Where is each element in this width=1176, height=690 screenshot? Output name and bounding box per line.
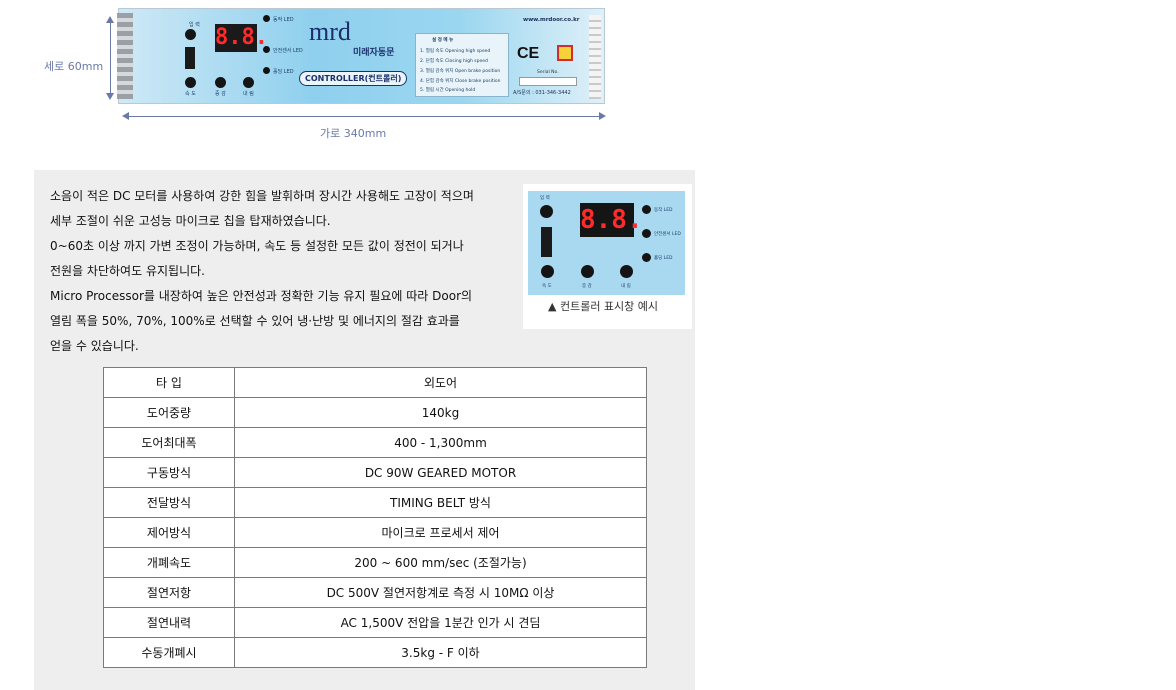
- preview-caption: ▲ 컨트롤러 표시창 예시: [548, 300, 659, 313]
- preview-speed-button: [541, 265, 554, 278]
- serial-sticker: [519, 77, 577, 86]
- board-menu-item: 1. 열림 속도 Opening high speed: [420, 49, 491, 54]
- spec-label: 절연내력: [103, 607, 235, 638]
- description-line: 세부 조절이 쉬운 고성능 마이크로 칩을 탑재하였습니다.: [50, 214, 331, 228]
- table-row: 제어방식 마이크로 프로세서 제어: [103, 517, 647, 548]
- board-controller-label: CONTROLLER(컨트롤러): [299, 71, 408, 86]
- preview-led-operation: [642, 205, 651, 214]
- spec-label: 개폐속도: [103, 547, 235, 578]
- spec-value: 200 ~ 600 mm/sec (조절가능): [234, 547, 647, 578]
- preview-input-button: [540, 205, 553, 218]
- height-dimension-arrow: [106, 16, 114, 100]
- description-line: 전원을 차단하여도 유지됩니다.: [50, 264, 205, 278]
- terminal-block: [117, 13, 133, 99]
- preview-speed-button-label: 속 도: [542, 284, 552, 289]
- board-url: www.mrdoor.co.kr: [523, 17, 580, 23]
- board-adjust-button-label: 증 감: [215, 91, 226, 97]
- ce-mark: CE: [517, 45, 540, 62]
- board-led-sensor: [263, 46, 270, 53]
- board-speed-button: [185, 77, 196, 88]
- board-connector: [185, 47, 195, 69]
- spec-label: 도어최대폭: [103, 427, 235, 458]
- display-preview-image: 입 력 8.8. 동작 LED 안전센서 LED 홀딩 LED 속 도 증 감 …: [528, 191, 685, 295]
- description-line: 얻을 수 있습니다.: [50, 339, 139, 353]
- spec-value: 140kg: [234, 397, 647, 428]
- preview-input-label: 입 력: [540, 196, 550, 201]
- board-as-contact: A/S문의 : 031-346-3442: [513, 90, 571, 96]
- board-adjust-button: [215, 77, 226, 88]
- preview-adjust-button: [581, 265, 594, 278]
- board-input-label: 입 력: [189, 22, 200, 28]
- description-line: 0~60초 이상 까지 가변 조정이 가능하며, 속도 등 설정한 모든 값이 …: [50, 239, 464, 253]
- preview-led-sensor-label: 안전센서 LED: [654, 232, 681, 237]
- preview-down-button-label: 내 림: [621, 284, 631, 289]
- table-row: 개폐속도 200 ~ 600 mm/sec (조절가능): [103, 547, 647, 578]
- board-menu-item: 4. 닫힘 감속 위치 Close brake position: [420, 79, 501, 84]
- board-menu-item: 5. 열림 시간 Opening hold: [420, 88, 476, 93]
- board-seven-segment-display: 8.8.: [215, 24, 268, 52]
- spec-value: 외도어: [234, 367, 647, 398]
- width-dimension-label: 가로 340mm: [320, 127, 387, 140]
- spec-value: 400 - 1,300mm: [234, 427, 647, 458]
- spec-table: 타 입 외도어 도어중량 140kg 도어최대폭 400 - 1,300mm 구…: [103, 367, 647, 668]
- spec-value: TIMING BELT 방식: [234, 487, 647, 518]
- preview-led-holding-label: 홀딩 LED: [654, 256, 673, 261]
- preview-led-holding: [642, 253, 651, 262]
- preview-down-button: [620, 265, 633, 278]
- spec-label: 절연저항: [103, 577, 235, 608]
- preview-led-operation-label: 동작 LED: [654, 208, 673, 213]
- board-led-holding: [263, 67, 270, 74]
- spec-label: 도어중량: [103, 397, 235, 428]
- board-brand-korean: 미래자동문: [353, 48, 395, 58]
- board-settings-menu: 설 정 메 뉴 1. 열림 속도 Opening high speed 2. 닫…: [415, 33, 509, 97]
- spec-value: 3.5kg - F 이하: [234, 637, 647, 668]
- spec-label: 타 입: [103, 367, 235, 398]
- board-menu-title: 설 정 메 뉴: [432, 38, 454, 43]
- board-brand-logo: mrd: [309, 17, 351, 46]
- board-serial-label: Serial No.: [537, 70, 559, 75]
- description-line: 소음이 적은 DC 모터를 사용하여 강한 힘을 발휘하며 장시간 사용해도 고…: [50, 189, 474, 203]
- table-row: 구동방식 DC 90W GEARED MOTOR: [103, 457, 647, 488]
- board-led-holding-label: 홀딩 LED: [273, 69, 294, 75]
- board-led-operation: [263, 15, 270, 22]
- board-speed-button-label: 속 도: [185, 91, 196, 97]
- board-input-button: [185, 29, 196, 40]
- spec-label: 전달방식: [103, 487, 235, 518]
- controller-board-photo: 입 력 8.8. 동작 LED 안전센서 LED 홀딩 LED 속 도 증 감 …: [117, 8, 605, 104]
- width-dimension-arrow: [122, 112, 606, 120]
- board-led-operation-label: 동작 LED: [273, 17, 294, 23]
- table-row: 도어중량 140kg: [103, 397, 647, 428]
- table-row: 타 입 외도어: [103, 367, 647, 398]
- board-led-sensor-label: 안전센서 LED: [273, 48, 303, 54]
- right-connector-strip: [589, 15, 601, 99]
- preview-seven-segment-display: 8.8.: [580, 203, 643, 237]
- board-down-button: [243, 77, 254, 88]
- spec-label: 수동개폐시: [103, 637, 235, 668]
- description-line: 열림 폭을 50%, 70%, 100%로 선택할 수 있어 냉·난방 및 에너…: [50, 314, 460, 328]
- height-dimension-label: 세로 60mm: [44, 60, 104, 73]
- quality-mark-icon: [557, 45, 573, 61]
- spec-value: AC 1,500V 전압을 1분간 인가 시 견딤: [234, 607, 647, 638]
- preview-adjust-button-label: 증 감: [582, 284, 592, 289]
- spec-value: DC 90W GEARED MOTOR: [234, 457, 647, 488]
- description-line: Micro Processor를 내장하여 높은 안전성과 정확한 기능 유지 …: [50, 289, 473, 303]
- table-row: 수동개폐시 3.5kg - F 이하: [103, 637, 647, 668]
- board-menu-item: 3. 열림 감속 위치 Open brake position: [420, 69, 501, 74]
- product-description: 소음이 적은 DC 모터를 사용하여 강한 힘을 발휘하며 장시간 사용해도 고…: [50, 184, 520, 359]
- preview-connector: [541, 227, 552, 257]
- spec-label: 제어방식: [103, 517, 235, 548]
- board-menu-item: 2. 닫힘 속도 Closing high speed: [420, 59, 488, 64]
- table-row: 절연저항 DC 500V 절연저항계로 측정 시 10MΩ 이상: [103, 577, 647, 608]
- table-row: 도어최대폭 400 - 1,300mm: [103, 427, 647, 458]
- board-down-button-label: 내 림: [243, 91, 254, 97]
- spec-value: 마이크로 프로세서 제어: [234, 517, 647, 548]
- spec-label: 구동방식: [103, 457, 235, 488]
- spec-value: DC 500V 절연저항계로 측정 시 10MΩ 이상: [234, 577, 647, 608]
- table-row: 전달방식 TIMING BELT 방식: [103, 487, 647, 518]
- preview-led-sensor: [642, 229, 651, 238]
- table-row: 절연내력 AC 1,500V 전압을 1분간 인가 시 견딤: [103, 607, 647, 638]
